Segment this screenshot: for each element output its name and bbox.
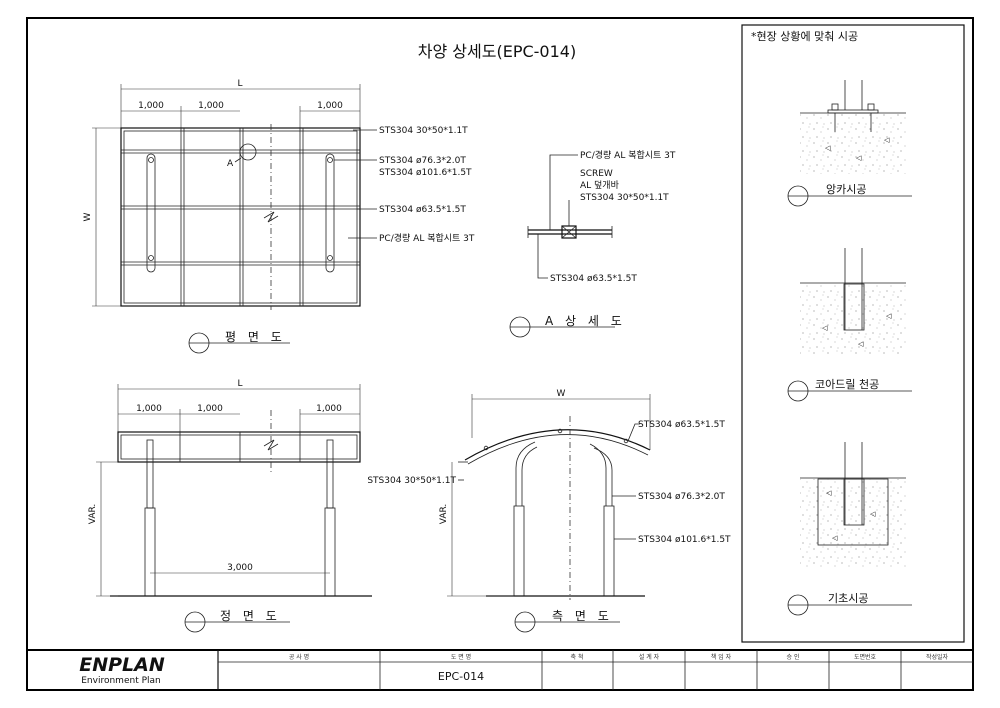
detail-label-cover-bar: AL 덮개바 (580, 179, 620, 191)
logo: ENPLAN (79, 654, 165, 676)
front-view-title: 정 면 도 (220, 609, 281, 623)
plan-view: L 1,000 1,000 1,000 W (83, 79, 475, 354)
plan-label-pipe-101: STS304 ø101.6*1.5T (379, 168, 472, 178)
detail-label-sheet: PC/경량 AL 복합시트 3T (580, 149, 676, 161)
side-dim-var: VAR. (439, 504, 449, 525)
anchor-title: 앙카시공 (826, 183, 866, 196)
foundation-detail: ◁ ◁ ◁ 기초시공 (787, 442, 912, 616)
header-drawing-number: 도면번호 (854, 653, 877, 661)
header-drawing-name: 도 면 명 (451, 653, 471, 661)
front-view: L 1,000 1,000 1,000 VAR. 3,000 정 면 도 (88, 379, 372, 633)
detail-a-title: A 상 세 도 (545, 314, 626, 328)
plan-dim-1000-b: 1,000 (198, 101, 224, 111)
title-block: ENPLAN Environment Plan 공 사 명 도 면 명 축 척 … (79, 650, 973, 690)
svg-text:◁: ◁ (826, 489, 832, 497)
side-label-pipe-63: STS304 ø63.5*1.5T (638, 420, 725, 430)
header-scale: 축 척 (571, 653, 584, 661)
plan-dim-1000-a: 1,000 (138, 101, 164, 111)
plan-label-pipe-63: STS304 ø63.5*1.5T (379, 205, 466, 215)
right-panel-frame (741, 24, 965, 643)
side-view: W VAR. STS304 ø63.5*1.5T STS304 30*50*1.… (367, 389, 731, 633)
header-manager: 책 임 자 (711, 653, 732, 661)
plan-view-title: 평 면 도 (225, 330, 286, 344)
header-date: 작성일자 (926, 653, 949, 661)
front-dim-l: L (237, 379, 242, 389)
header-approval: 승 인 (787, 654, 800, 661)
detail-label-pipe: STS304 ø63.5*1.5T (550, 274, 637, 284)
plan-label-frame: STS304 30*50*1.1T (379, 126, 468, 136)
foundation-title: 기초시공 (828, 592, 868, 605)
svg-text:◁: ◁ (884, 136, 890, 144)
svg-text:◁: ◁ (825, 144, 831, 152)
plan-dim-l: L (237, 79, 242, 89)
side-label-frame: STS304 30*50*1.1T (367, 476, 456, 486)
plan-label-pipe-76: STS304 ø76.3*2.0T (379, 156, 466, 166)
plan-dim-1000-c: 1,000 (317, 101, 343, 111)
front-dim-3000: 3,000 (227, 563, 253, 573)
svg-text:◁: ◁ (870, 510, 876, 518)
core-drill-detail: ◁ ◁ ◁ 코아드릴 천공 (787, 248, 912, 402)
drawing-title: 차양 상세도(EPC-014) (418, 42, 576, 61)
drawing-name-value: EPC-014 (438, 670, 484, 683)
header-designer: 설 계 자 (639, 653, 660, 661)
front-dim-1000-b: 1,000 (197, 404, 223, 414)
side-dim-w: W (557, 389, 566, 399)
anchor-detail: ◁ ◁ ◁ 앙카시공 (787, 80, 912, 207)
title-block-frame (26, 649, 974, 691)
core-drill-title: 코아드릴 천공 (815, 377, 879, 391)
front-dim-1000-c: 1,000 (316, 404, 342, 414)
detail-label-frame: STS304 30*50*1.1T (580, 193, 669, 203)
detail-a-view: PC/경량 AL 복합시트 3T SCREW AL 덮개바 STS304 30*… (509, 149, 676, 338)
side-label-pipe-76: STS304 ø76.3*2.0T (638, 492, 725, 502)
header-project: 공 사 명 (289, 653, 309, 661)
svg-text:◁: ◁ (822, 324, 828, 332)
svg-text:◁: ◁ (832, 534, 838, 542)
svg-text:◁: ◁ (886, 312, 892, 320)
plan-label-sheet: PC/경량 AL 복합시트 3T (379, 232, 475, 244)
site-note: *현장 상황에 맞춰 시공 (751, 30, 858, 43)
side-view-title: 측 면 도 (552, 609, 613, 623)
detail-label-screw: SCREW (580, 169, 613, 179)
logo-subtitle: Environment Plan (81, 676, 160, 686)
detail-a-marker: A (227, 159, 234, 169)
front-dim-var: VAR. (88, 504, 98, 525)
svg-text:◁: ◁ (858, 340, 864, 348)
side-label-pipe-101: STS304 ø101.6*1.5T (638, 535, 731, 545)
plan-dim-w: W (83, 212, 93, 221)
front-dim-1000-a: 1,000 (136, 404, 162, 414)
svg-text:◁: ◁ (856, 154, 862, 162)
